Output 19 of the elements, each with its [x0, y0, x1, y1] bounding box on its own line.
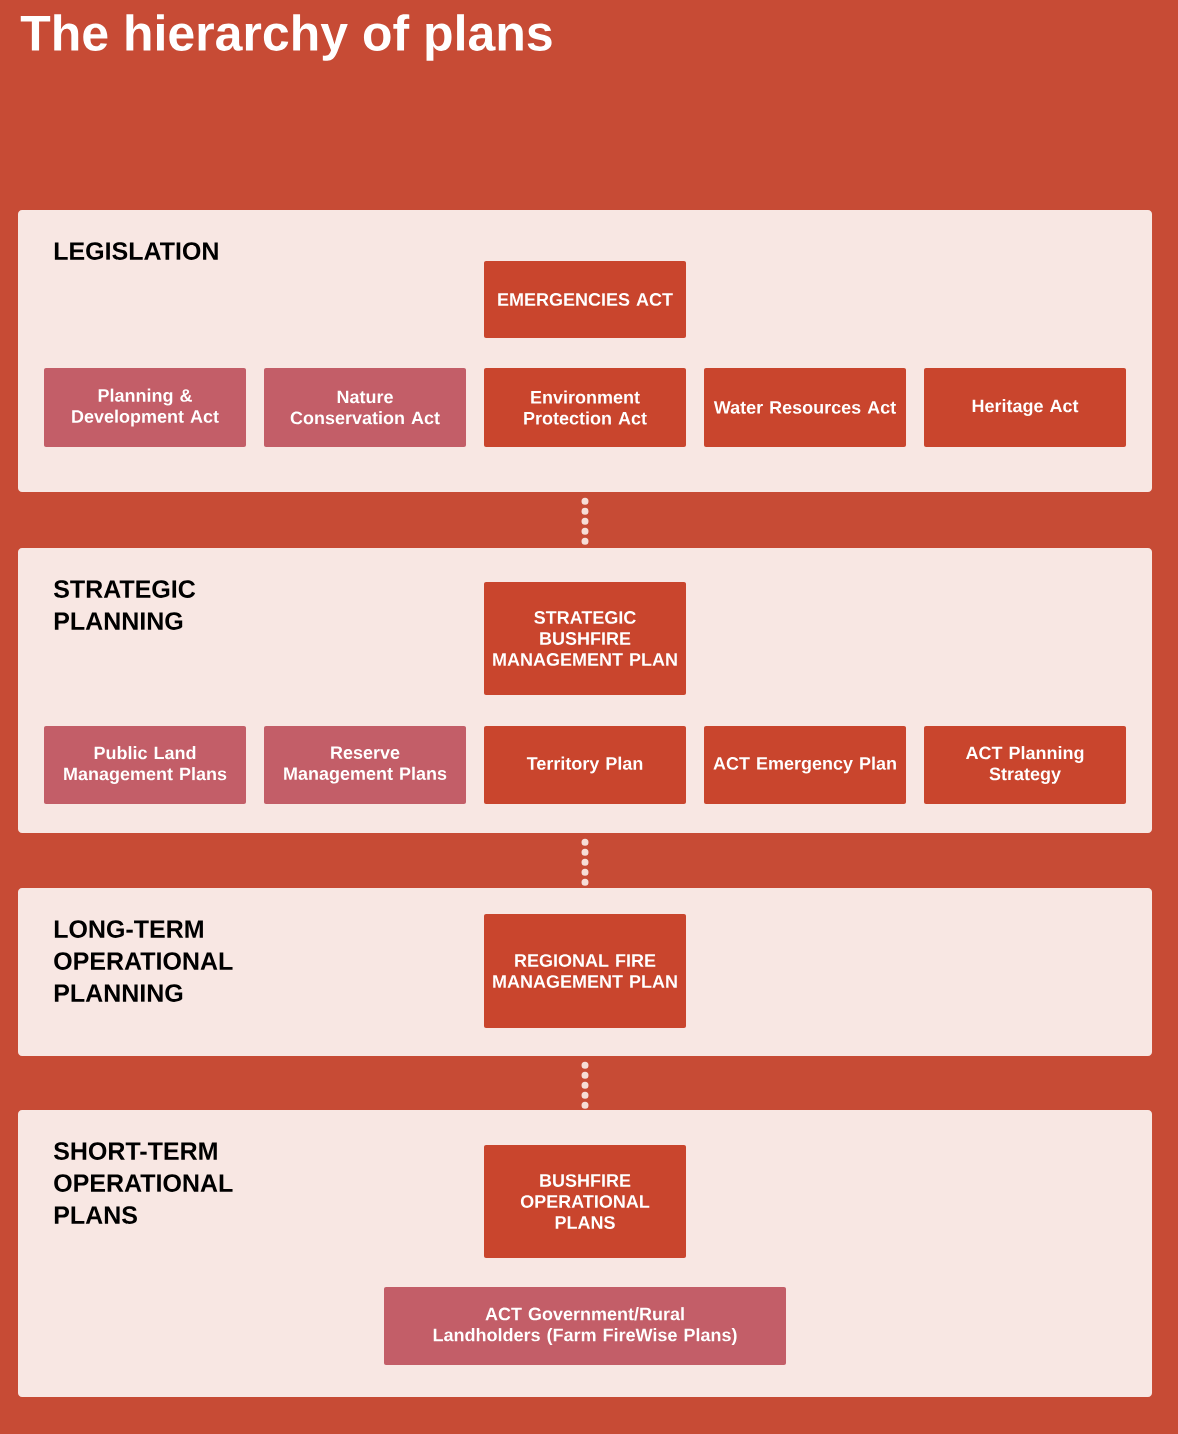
- plan-box: Territory Plan: [484, 726, 686, 804]
- plan-box: REGIONAL FIRE MANAGEMENT PLAN: [484, 914, 686, 1028]
- plan-box: ACT Planning Strategy: [924, 726, 1126, 804]
- plan-box: Nature Conservation Act: [264, 368, 466, 447]
- plan-box: Heritage Act: [924, 368, 1126, 447]
- plan-box: Planning & Development Act: [44, 368, 246, 447]
- plan-box: Water Resources Act: [704, 368, 906, 447]
- plan-box: ACT Emergency Plan: [704, 726, 906, 804]
- plan-box: Reserve Management Plans: [264, 726, 466, 804]
- plan-box: Public Land Management Plans: [44, 726, 246, 804]
- dotted-connector: [581, 1061, 589, 1110]
- dotted-connector: [581, 497, 589, 548]
- dotted-connector: [581, 838, 589, 888]
- plan-box: EMERGENCIES ACT: [484, 261, 686, 338]
- plan-box: ACT Government/Rural Landholders (Farm FireWise Plans): [384, 1287, 786, 1365]
- plan-box: STRATEGIC BUSHFIRE MANAGEMENT PLAN: [484, 582, 686, 695]
- plan-box: Environment Protection Act: [484, 368, 686, 447]
- title: The hierarchy of plans: [20, 14, 552, 61]
- plan-box: BUSHFIRE OPERATIONAL PLANS: [484, 1145, 686, 1258]
